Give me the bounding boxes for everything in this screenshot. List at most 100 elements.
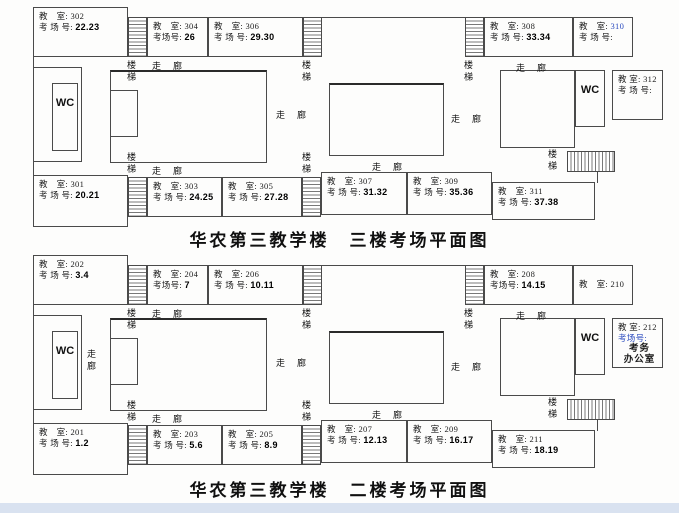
room-number-label: 教 室: 204 (153, 269, 199, 279)
staircase-hatch (465, 17, 484, 57)
exam-number-label: 考场号: 14.15 (490, 280, 546, 290)
corridor-label: 走廊 (152, 61, 195, 71)
room-number-label: 教 室: 206 (214, 269, 260, 279)
stairs-label: 楼梯 (548, 149, 558, 171)
wall-segment (322, 17, 465, 18)
exam-number-label: 考 场 号: 27.28 (228, 192, 289, 202)
room-211: 教 室: 211 考 场 号: 18.19 (492, 430, 595, 468)
exam-number-label: 考 场 号: (618, 85, 652, 95)
staircase-hatch (302, 177, 321, 217)
exam-number-label: 考场号: (618, 333, 648, 343)
exam-number-label: 考场号: 26 (153, 32, 196, 42)
room-301: 教 室: 301 考 场 号: 20.21 (33, 175, 128, 227)
right-wing-room (500, 318, 575, 396)
room-number-label: 教 室: 311 (498, 186, 543, 196)
staircase-hatch (465, 265, 484, 305)
room-303: 教 室: 303 考 场 号: 24.25 (147, 177, 222, 217)
staircase-hatch (128, 265, 147, 305)
exam-number-label: 考 场 号: 18.19 (498, 445, 559, 455)
staircase-hatch (303, 17, 322, 57)
exam-number-label: 考 场 号: 22.23 (39, 22, 100, 32)
corridor-label: 走廊 (152, 309, 195, 319)
stairs-label: 楼梯 (127, 400, 137, 422)
room-310: 教 室: 310 考 场 号: (573, 17, 633, 57)
room-number-label: 教 室: 307 (327, 176, 373, 186)
corridor-label: 走廊 (276, 358, 319, 368)
corridor-label: 走廊 (451, 114, 494, 124)
room-number-label: 教 室: 203 (153, 429, 199, 439)
room-207: 教 室: 207 考 场 号: 12.13 (321, 420, 407, 463)
room-212: 教 室: 212 考场号: 考务 办公室 (612, 318, 663, 368)
stairs-label: 楼梯 (127, 152, 137, 174)
exam-number-label: 考 场 号: 20.21 (39, 190, 100, 200)
room-number-label: 教 室: 209 (413, 424, 459, 434)
corridor-label: 走廊 (451, 362, 494, 372)
room-number-label: 教 室: 205 (228, 429, 274, 439)
room-number-label: 教 室: 310 (579, 21, 625, 31)
left-wing-outline (33, 67, 82, 162)
wc-room: WC (575, 318, 605, 375)
stairs-label: 楼梯 (302, 60, 312, 82)
room-number-label: 教 室: 201 (39, 427, 85, 437)
staircase-hatch (128, 177, 147, 217)
exam-number-label: 考 场 号: 3.4 (39, 270, 89, 280)
stairs-label: 楼梯 (464, 308, 474, 330)
bottom-highlight-band (0, 503, 679, 513)
staircase-hatch (567, 399, 615, 420)
staircase-hatch (128, 17, 147, 57)
room-307: 教 室: 307 考 场 号: 31.32 (321, 172, 407, 215)
room-number-label: 教 室: 305 (228, 181, 274, 191)
room-number-label: 教 室: 309 (413, 176, 459, 186)
room-210: 教 室: 210 (573, 265, 633, 305)
room-205: 教 室: 205 考 场 号: 8.9 (222, 425, 302, 465)
room-209: 教 室: 209 考 场 号: 16.17 (407, 420, 492, 463)
room-number-label: 教 室: 211 (498, 434, 543, 444)
room-206: 教 室: 206 考 场 号: 10.11 (208, 265, 303, 305)
room-204: 教 室: 204 考场号: 7 (147, 265, 208, 305)
wall-segment (322, 265, 465, 266)
courtyard-block-right (329, 331, 444, 404)
room-311: 教 室: 311 考 场 号: 37.38 (492, 182, 595, 220)
room-308: 教 室: 308 考 场 号: 33.34 (484, 17, 573, 57)
exam-number-label: 考 场 号: 33.34 (490, 32, 551, 42)
exam-number-label: 考 场 号: 37.38 (498, 197, 559, 207)
room-number-label: 教 室: 202 (39, 259, 85, 269)
corridor-label: 走廊 (516, 311, 559, 321)
courtyard-inner-room (110, 338, 138, 385)
floor2-plan: WC WC 教 室: 202 考 场 号: 3.4 教 室: 204 考场号: … (30, 253, 675, 488)
courtyard-inner-room (110, 90, 138, 137)
room-number-label: 教 室: 210 (579, 279, 625, 289)
stairs-label: 楼梯 (548, 397, 558, 419)
right-wing-room (500, 70, 575, 148)
staircase-hatch (128, 425, 147, 465)
floor3-plan: WC WC 教 室: 302 考 场 号: 22.23 教 室: 304 考场号… (30, 5, 675, 240)
exam-number-label: 考 场 号: 24.25 (153, 192, 214, 202)
exam-number-label: 考 场 号: (579, 32, 613, 42)
room-number-label: 教 室: 212 (618, 322, 657, 332)
corridor-label: 走廊 (152, 166, 195, 176)
wc-room: WC (52, 83, 78, 151)
floor2-title: 华农第三教学楼 二楼考场平面图 (189, 481, 490, 500)
room-number-label: 教 室: 308 (490, 21, 536, 31)
stairs-label: 楼梯 (302, 308, 312, 330)
stairs-label: 楼梯 (302, 152, 312, 174)
room-201: 教 室: 201 考 场 号: 1.2 (33, 423, 128, 475)
exam-number-label: 考 场 号: 1.2 (39, 438, 89, 448)
left-wing-outline (33, 315, 82, 410)
room-309: 教 室: 309 考 场 号: 35.36 (407, 172, 492, 215)
wc-room: WC (52, 331, 78, 399)
exam-number-label: 考 场 号: 31.32 (327, 187, 388, 197)
room-number-label: 教 室: 306 (214, 21, 260, 31)
corridor-label-vertical: 走廊 (87, 349, 97, 371)
staircase-hatch (302, 425, 321, 465)
corridor-label: 走廊 (516, 63, 559, 73)
room-number-label: 教 室: 312 (618, 74, 657, 84)
room-number-label: 教 室: 303 (153, 181, 199, 191)
office-label: 办公室 (623, 355, 656, 365)
exam-number-label: 考 场 号: 12.13 (327, 435, 388, 445)
courtyard-block-right (329, 83, 444, 156)
room-305: 教 室: 305 考 场 号: 27.28 (222, 177, 302, 217)
corridor-label: 走廊 (276, 110, 319, 120)
floor3-title: 华农第三教学楼 三楼考场平面图 (189, 231, 490, 250)
exam-number-label: 考 场 号: 35.36 (413, 187, 474, 197)
